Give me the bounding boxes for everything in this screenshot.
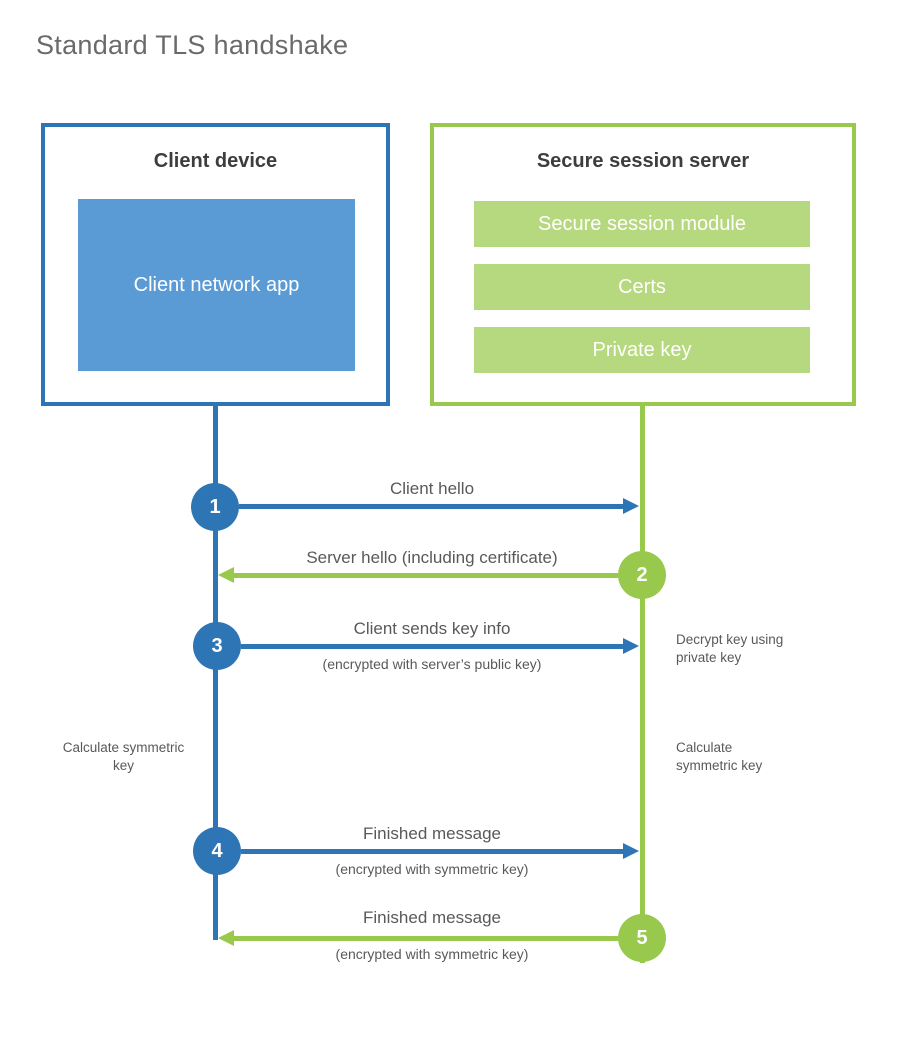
label-finished-message-client: Finished message: [363, 824, 501, 843]
client-network-app-box: Client network app: [78, 199, 355, 371]
sublabel-encrypted-public-key: (encrypted with server’s public key): [322, 656, 542, 672]
client-device-title: Client device: [153, 150, 278, 172]
label-client-hello: Client hello: [389, 479, 475, 498]
diagram-title: Standard TLS handshake: [36, 30, 349, 60]
arrow-finished-message-client: [241, 843, 639, 859]
step-circle-2: 2: [618, 551, 666, 599]
step-circle-1: 1: [191, 483, 239, 531]
server-lifeline: [640, 406, 645, 963]
label-client-sends-key-info: Client sends key info: [353, 619, 511, 638]
note-decrypt-key: Decrypt key using private key: [676, 632, 784, 665]
client-lifeline: [213, 406, 218, 940]
note-calculate-symmetric-key-server: Calculate symmetric key: [676, 740, 763, 773]
secure-session-server-title: Secure session server: [536, 150, 750, 172]
client-network-app-label: Client network app: [133, 273, 300, 296]
arrow-client-hello: [239, 498, 639, 514]
note-calculate-symmetric-key-client: Calculate symmetric key: [62, 740, 185, 773]
step-circle-5: 5: [618, 914, 666, 962]
arrow-client-sends-key-info: [241, 638, 639, 654]
client-device-box: Client device Client network app: [41, 123, 390, 406]
label-server-hello: Server hello (including certificate): [306, 548, 558, 567]
sublabel-encrypted-symmetric-key-client: (encrypted with symmetric key): [335, 861, 529, 877]
arrow-finished-message-server: [218, 930, 618, 946]
server-module-secure-session: Secure session module: [474, 201, 810, 247]
server-module-private-key: Private key: [474, 327, 810, 373]
arrow-server-hello: [218, 567, 618, 583]
step-circle-3: 3: [193, 622, 241, 670]
label-finished-message-server: Finished message: [363, 908, 501, 927]
sublabel-encrypted-symmetric-key-server: (encrypted with symmetric key): [335, 946, 529, 962]
server-module-certs: Certs: [474, 264, 810, 310]
secure-session-server-box: Secure session server Secure session mod…: [430, 123, 856, 406]
step-circle-4: 4: [193, 827, 241, 875]
